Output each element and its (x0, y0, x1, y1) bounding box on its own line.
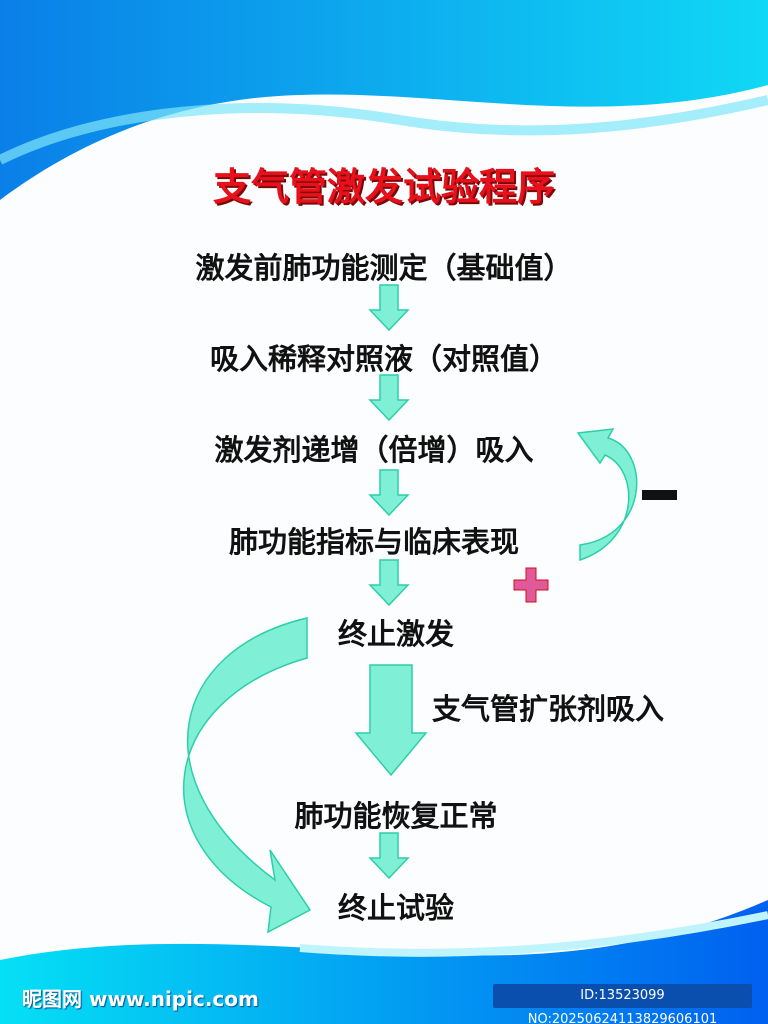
step-2: 吸入稀释对照液（对照值） (209, 342, 558, 376)
watermark-logo: 昵图网 www.nipic.com (22, 987, 259, 1011)
watermark-id: ID:13523099 NO:20250624113829606101 (493, 984, 752, 1024)
step-4: 肺功能指标与临床表现 (228, 525, 519, 559)
page-title: 支气管激发试验程序 (212, 165, 555, 209)
plus-sign (513, 567, 549, 603)
step-6: 肺功能恢复正常 (294, 799, 498, 833)
step-7: 终止试验 (337, 891, 454, 925)
step-3: 激发剂递增（倍增）吸入 (214, 433, 534, 467)
curved-skip-arrow (182, 617, 312, 934)
minus-sign (642, 490, 677, 500)
loop-back-arrow (576, 428, 638, 562)
step-5: 终止激发 (337, 617, 454, 651)
step-1: 激发前肺功能测定（基础值） (195, 251, 573, 285)
down-arrows (354, 284, 428, 880)
bronchodilator-label: 支气管扩张剂吸入 (432, 692, 665, 726)
